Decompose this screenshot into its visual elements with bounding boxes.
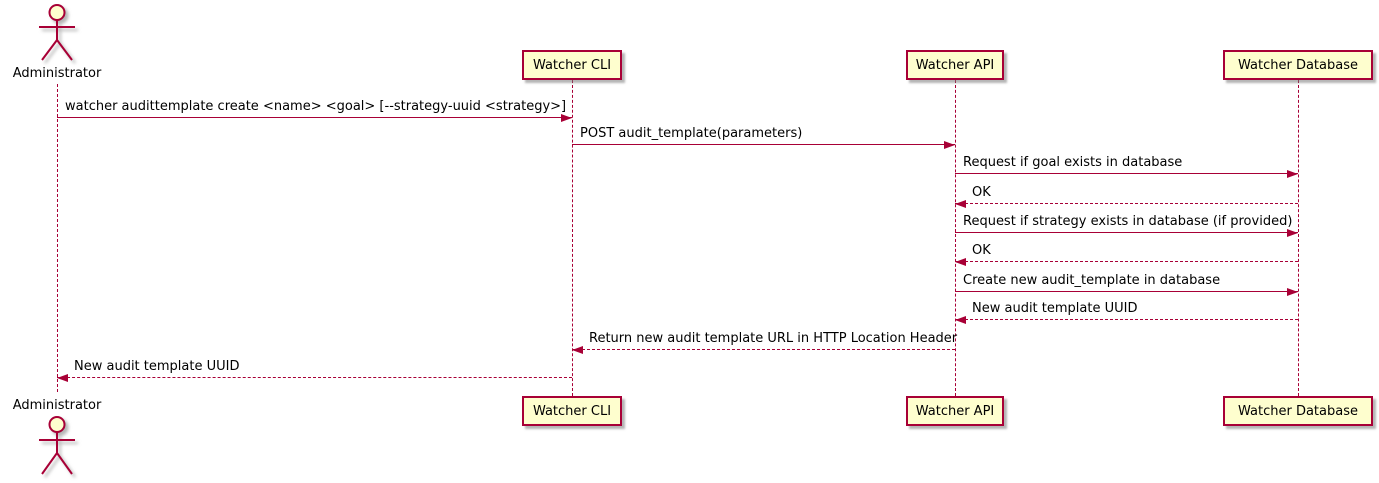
message-label: Request if goal exists in database — [963, 155, 1183, 170]
lifeline-watcher-database — [1298, 80, 1299, 396]
message-line — [57, 117, 572, 118]
participant-watcher-api-bottom: Watcher API — [906, 396, 1004, 426]
message-new-uuid-to-admin: New audit template UUID — [57, 359, 572, 382]
message-label: POST audit_template(parameters) — [580, 126, 803, 141]
message-label: watcher audittemplate create <name> <goa… — [65, 99, 567, 114]
arrowhead-right-icon — [944, 141, 955, 149]
message-create-in-database: Create new audit_template in database — [955, 273, 1298, 296]
message-line — [572, 349, 955, 350]
message-label: OK — [972, 185, 991, 200]
actor-administrator-label-bottom: Administrator — [12, 398, 102, 413]
message-ok-goal: OK — [955, 185, 1298, 208]
actor-administrator-icon-bottom — [39, 416, 75, 475]
lifeline-watcher-api — [955, 80, 956, 396]
participant-watcher-api-top: Watcher API — [906, 50, 1004, 80]
message-line — [955, 261, 1298, 262]
participant-watcher-database-top: Watcher Database — [1223, 50, 1373, 80]
message-create-audittemplate: watcher audittemplate create <name> <goa… — [57, 99, 572, 122]
message-label: Return new audit template URL in HTTP Lo… — [589, 331, 958, 346]
arrowhead-left-icon — [955, 200, 966, 208]
message-label: Request if strategy exists in database (… — [963, 214, 1293, 229]
arrowhead-left-icon — [955, 258, 966, 266]
message-line — [955, 203, 1298, 204]
arrowhead-left-icon — [57, 374, 68, 382]
message-line — [955, 173, 1298, 174]
arrowhead-right-icon — [1287, 229, 1298, 237]
message-post-audit-template: POST audit_template(parameters) — [572, 126, 955, 149]
participant-watcher-cli-top: Watcher CLI — [522, 50, 622, 80]
message-ok-strategy: OK — [955, 243, 1298, 266]
message-label: OK — [972, 243, 991, 258]
message-line — [955, 291, 1298, 292]
actor-administrator-label-top: Administrator — [12, 66, 102, 81]
message-line — [572, 144, 955, 145]
message-line — [955, 232, 1298, 233]
participant-watcher-database-bottom: Watcher Database — [1223, 396, 1373, 426]
arrowhead-right-icon — [1287, 170, 1298, 178]
lifeline-watcher-cli — [572, 80, 573, 396]
message-request-strategy-exists: Request if strategy exists in database (… — [955, 214, 1298, 237]
participant-watcher-cli-bottom: Watcher CLI — [522, 396, 622, 426]
arrowhead-left-icon — [955, 316, 966, 324]
message-request-goal-exists: Request if goal exists in database — [955, 155, 1298, 178]
message-line — [57, 377, 572, 378]
message-label: New audit template UUID — [74, 359, 240, 374]
message-new-uuid-from-db: New audit template UUID — [955, 301, 1298, 324]
arrowhead-left-icon — [572, 346, 583, 354]
arrowhead-right-icon — [1287, 288, 1298, 296]
message-label: New audit template UUID — [972, 301, 1138, 316]
actor-administrator-icon-top — [39, 4, 75, 61]
message-label: Create new audit_template in database — [963, 273, 1221, 288]
arrowhead-right-icon — [561, 114, 572, 122]
message-line — [955, 319, 1298, 320]
message-return-url-location-header: Return new audit template URL in HTTP Lo… — [572, 331, 958, 354]
lifeline-administrator — [57, 84, 58, 392]
